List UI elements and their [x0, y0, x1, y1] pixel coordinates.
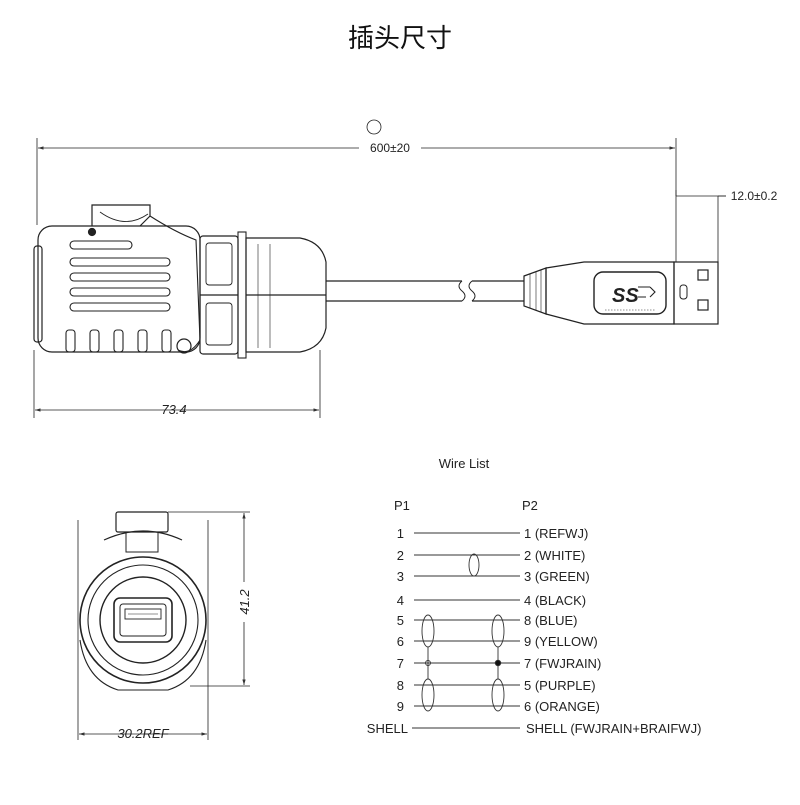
wire-p2-pin: 2 (WHITE) — [524, 548, 585, 563]
wire-p2-pin: 4 (BLACK) — [524, 593, 586, 608]
usb-ss-logo: SS — [612, 285, 639, 307]
page-title: 插头尺寸 — [347, 24, 452, 54]
usb-logo-frame — [593, 271, 667, 315]
usb-window-bottom — [697, 299, 709, 311]
wire-p1-pin: 3 — [397, 569, 404, 584]
p1-header: P1 — [394, 498, 410, 513]
outer-flange — [79, 556, 207, 684]
usb-strain-relief — [523, 267, 547, 315]
wire-p2-pin: 7 (FWJRAIN) — [524, 656, 601, 671]
wire-p2-pin: 8 (BLUE) — [524, 613, 577, 628]
p2-header: P2 — [522, 498, 538, 513]
wire-p1-pin: SHELL — [367, 721, 408, 736]
wire-p1-pin: 9 — [397, 699, 404, 714]
plug-length-label: 73.4 — [161, 402, 186, 417]
wire-p1-pin: 8 — [397, 678, 404, 693]
face-width-label: 30.2REF — [117, 726, 169, 741]
wire-p1-pin: 6 — [397, 634, 404, 649]
wire-p1-pin: 4 — [397, 593, 404, 608]
cable-length-label: 600±20 — [370, 141, 410, 155]
grip-teeth — [65, 329, 172, 353]
wire-p2-pin: SHELL (FWJRAIN+BRAIFWJ) — [526, 721, 701, 736]
inner-ring — [99, 576, 187, 664]
wire-p1-pin: 7 — [397, 656, 404, 671]
latch-dot — [87, 227, 97, 237]
side-view — [33, 119, 760, 418]
front-latch — [115, 511, 169, 533]
grip-ridges — [69, 240, 171, 312]
wire-p1-pin: 2 — [397, 548, 404, 563]
plug-rear-rim — [33, 245, 43, 343]
usb-width-label: 12.0±0.2 — [731, 189, 778, 203]
wire-p2-pin: 9 (YELLOW) — [524, 634, 598, 649]
usb-tongue — [124, 608, 162, 620]
latch — [91, 204, 151, 227]
wire-p2-pin: 1 (REFWJ) — [524, 526, 588, 541]
wire-p2-pin: 3 (GREEN) — [524, 569, 590, 584]
usb-receptacle — [113, 597, 173, 643]
usb-metal-plug — [673, 261, 719, 325]
wire-p1-pin: 1 — [397, 526, 404, 541]
callout-circle — [366, 119, 382, 135]
lanyard-ring — [176, 338, 192, 354]
cable-gland — [245, 237, 327, 353]
wire-p2-pin: 5 (PURPLE) — [524, 678, 596, 693]
wire-list-title: Wire List — [439, 456, 490, 471]
outer-ring — [87, 564, 199, 676]
plug-body — [37, 225, 201, 353]
gland-flange — [237, 231, 247, 359]
face-height-label: 41.2 — [237, 589, 252, 615]
twisted-pair-marks — [421, 553, 505, 712]
wire-list: Wire List P1 P2 1 1 (REFWJ) 2 2 (WHITE) 3 3 (… — [367, 456, 702, 736]
wire-p1-pin: 5 — [397, 613, 404, 628]
usb-trident-icon — [638, 286, 656, 298]
wire-rows: 1 1 (REFWJ) 2 2 (WHITE) 3 3 (GREEN) 4 4 (BLACK)… — [367, 526, 702, 736]
front-view — [77, 511, 250, 740]
usb-window-top — [697, 269, 709, 281]
wire-p2-pin: 6 (ORANGE) — [524, 699, 600, 714]
